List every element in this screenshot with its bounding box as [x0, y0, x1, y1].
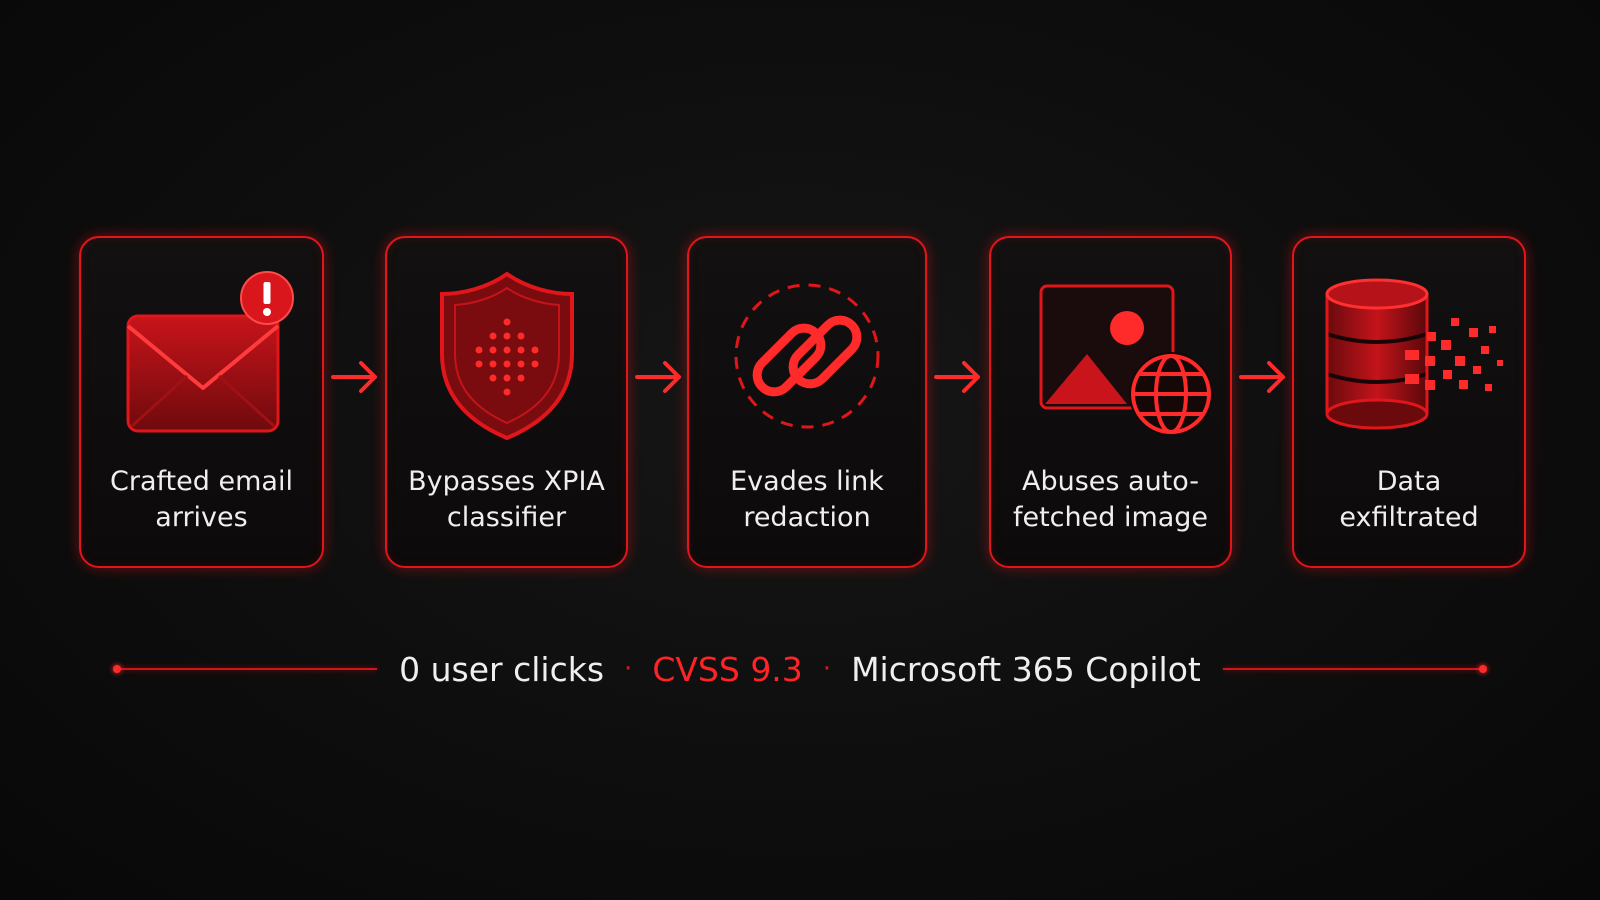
arrow-right-icon — [631, 352, 691, 402]
product-name: Microsoft 365 Copilot — [851, 649, 1201, 689]
footer-divider-left — [113, 665, 378, 673]
separator-dot: · — [624, 654, 633, 684]
step-label: Bypasses XPIA classifier — [408, 466, 605, 533]
divider-dot — [1479, 665, 1488, 673]
link-icon — [689, 266, 925, 446]
step-card-evade-redaction: Evades link redaction — [687, 236, 927, 568]
step-label: Crafted email arrives — [110, 466, 293, 533]
step-label: Data exfiltrated — [1339, 466, 1479, 533]
image-globe-icon — [991, 266, 1230, 446]
cvss-score: CVSS 9.3 — [652, 649, 803, 689]
arrow-right-icon — [1235, 352, 1295, 402]
footer-divider-right — [1222, 665, 1488, 673]
email-alert-icon — [81, 266, 322, 446]
step-card-data-exfiltrated: Data exfiltrated — [1292, 236, 1526, 568]
user-clicks-stat: 0 user clicks — [399, 649, 605, 689]
step-card-bypass-classifier: Bypasses XPIA classifier — [385, 236, 628, 568]
separator-dot: · — [822, 654, 832, 684]
step-card-auto-fetched-image: Abuses auto- fetched image — [989, 236, 1232, 568]
step-label: Abuses auto- fetched image — [1012, 466, 1209, 533]
database-exfil-icon — [1294, 266, 1524, 446]
footer-stats: 0 user clicks · CVSS 9.3 · Microsoft 365… — [377, 650, 1223, 689]
arrow-right-icon — [327, 352, 387, 402]
divider-dot — [113, 665, 121, 673]
shield-icon — [387, 266, 626, 446]
footer-summary: 0 user clicks · CVSS 9.3 · Microsoft 365… — [113, 644, 1488, 694]
arrow-right-icon — [930, 352, 990, 402]
step-label: Evades link redaction — [730, 466, 884, 533]
step-card-crafted-email: Crafted email arrives — [79, 236, 324, 568]
